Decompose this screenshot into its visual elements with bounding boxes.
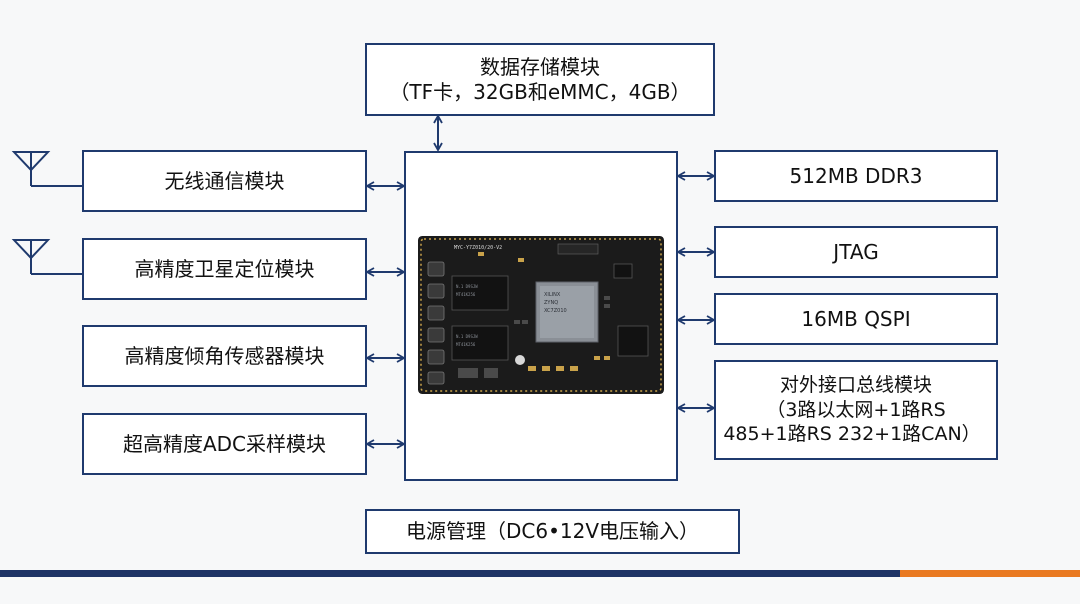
power-module-box: 电源管理（DC6•12V电压输入） (365, 509, 740, 554)
ddr3-module-box: 512MB DDR3 (714, 150, 998, 202)
antenna-icon (11, 151, 82, 187)
jtag-module-box: JTAG (714, 226, 998, 278)
storage-module-box: 数据存储模块 （TF卡，32GB和eMMC，4GB） (365, 43, 715, 116)
interface-module-title: 对外接口总线模块 (779, 373, 932, 396)
footer-bar-blue (0, 570, 900, 577)
qspi-module-box: 16MB QSPI (714, 293, 998, 345)
ddr3-module-label: 512MB DDR3 (789, 163, 923, 188)
jtag-module-label: JTAG (833, 239, 879, 264)
qspi-module-label: 16MB QSPI (801, 306, 911, 331)
adc-module-box: 超高精度ADC采样模块 (82, 413, 367, 475)
tilt-sensor-module-label: 高精度倾角传感器模块 (124, 343, 325, 368)
wireless-module-box: 无线通信模块 (82, 150, 367, 212)
svg-text:N.1 D9SJW: N.1 D9SJW (456, 334, 478, 339)
svg-text:ZYNQ: ZYNQ (544, 300, 558, 306)
adc-module-label: 超高精度ADC采样模块 (122, 431, 327, 456)
antenna-icon (11, 239, 82, 275)
interface-module-detail-2: 485+1路RS 232+1路CAN） (723, 423, 981, 446)
pcb-board-image: N.1 D9SJW MT41K256 N.1 D9SJW MT41K256 XILI… (418, 236, 664, 394)
power-module-label: 电源管理（DC6•12V电压输入） (405, 519, 700, 543)
wireless-module-label: 无线通信模块 (164, 168, 285, 193)
storage-module-title: 数据存储模块 (480, 54, 600, 79)
svg-text:XC7Z010: XC7Z010 (544, 308, 567, 314)
gnss-module-label: 高精度卫星定位模块 (134, 256, 315, 281)
svg-text:MT41K256: MT41K256 (456, 292, 476, 297)
footer-bar-orange (900, 570, 1080, 577)
storage-module-detail: （TF卡，32GB和eMMC，4GB） (389, 79, 691, 104)
svg-text:XILINX: XILINX (544, 292, 561, 298)
svg-text:N.1 D9SJW: N.1 D9SJW (456, 284, 478, 289)
interface-module-box: 对外接口总线模块 （3路以太网+1路RS 485+1路RS 232+1路CAN） (714, 360, 998, 460)
interface-module-detail-1: （3路以太网+1路RS (766, 398, 946, 421)
tilt-sensor-module-box: 高精度倾角传感器模块 (82, 325, 367, 387)
svg-text:MT41K256: MT41K256 (456, 342, 476, 347)
svg-text:MYC-Y7Z010/20-V2: MYC-Y7Z010/20-V2 (454, 245, 502, 251)
gnss-module-box: 高精度卫星定位模块 (82, 238, 367, 300)
